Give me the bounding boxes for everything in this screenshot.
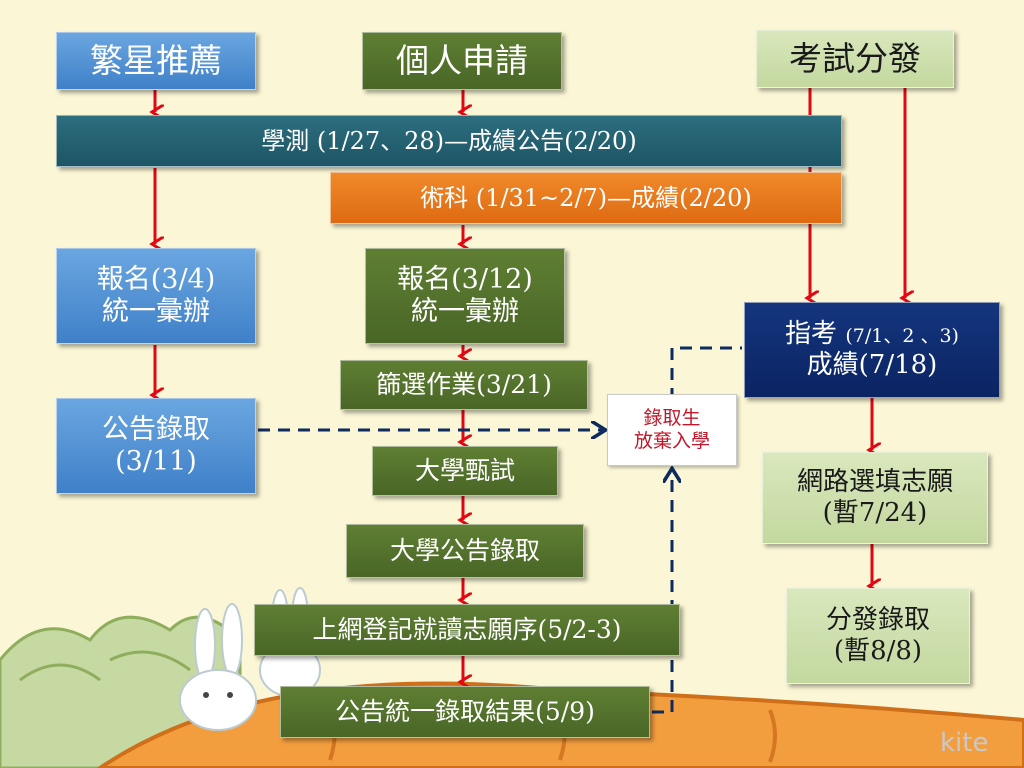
screening-label: 篩選作業(3/21) xyxy=(376,370,552,399)
rabbit xyxy=(179,603,257,731)
gsat-label: 學測 (1/27、28)—成績公告(2/20) xyxy=(261,126,637,155)
ast-line2: 成績(7/18) xyxy=(806,350,938,380)
personal-register-line1: 報名(3/12) xyxy=(397,263,533,295)
online-choice-line2: (暫7/24) xyxy=(822,498,928,528)
screening-box: 篩選作業(3/21) xyxy=(340,360,588,410)
interview-label: 大學甄試 xyxy=(414,456,515,485)
star-recommendation-header: 繁星推薦 xyxy=(56,32,256,90)
art-exam-bar: 術科 (1/31~2/7)—成績(2/20) xyxy=(330,172,842,224)
placement-line1: 分發錄取 xyxy=(825,604,930,635)
univ-announce-label: 大學公告錄取 xyxy=(389,536,540,565)
ast-line1: 指考 (7/1、2 、3) xyxy=(785,319,959,350)
online-choice-box: 網路選填志願 (暫7/24) xyxy=(762,452,988,544)
final-result-label: 公告統一錄取結果(5/9) xyxy=(335,697,595,726)
placement-line2: (暫8/8) xyxy=(833,636,923,666)
final-result-box: 公告統一錄取結果(5/9) xyxy=(280,686,650,738)
give-up-line2: 放棄入學 xyxy=(633,430,710,452)
online-choice-line1: 網路選填志願 xyxy=(796,466,953,497)
exam-placement-label: 考試分發 xyxy=(789,39,921,79)
ast-box: 指考 (7/1、2 、3) 成績(7/18) xyxy=(744,302,1000,398)
personal-application-header: 個人申請 xyxy=(362,32,562,90)
kite-watermark: kite xyxy=(940,728,989,758)
online-register-box: 上網登記就讀志願序(5/2-3) xyxy=(254,604,680,656)
placement-box: 分發錄取 (暫8/8) xyxy=(786,588,970,684)
personal-register-line2: 統一彙辦 xyxy=(411,296,519,327)
ast-dates: (7/1、2 、3) xyxy=(845,324,959,347)
gsat-bar: 學測 (1/27、28)—成績公告(2/20) xyxy=(56,115,842,167)
interview-box: 大學甄試 xyxy=(372,446,558,496)
give-up-line1: 錄取生 xyxy=(643,407,701,430)
star-recommendation-label: 繁星推薦 xyxy=(90,41,222,81)
star-announce-box: 公告錄取 (3/11) xyxy=(56,398,256,494)
art-exam-label: 術科 (1/31~2/7)—成績(2/20) xyxy=(420,183,752,212)
dashed-giveup-to-ast xyxy=(670,346,742,400)
univ-announce-box: 大學公告錄取 xyxy=(346,524,584,578)
star-register-box: 報名(3/4) 統一彙辦 xyxy=(56,248,256,344)
ast-title: 指考 xyxy=(785,318,838,349)
exam-placement-header: 考試分發 xyxy=(756,30,954,88)
star-register-line2: 統一彙辦 xyxy=(102,296,210,327)
personal-application-label: 個人申請 xyxy=(396,41,528,81)
star-announce-line2: (3/11) xyxy=(115,446,197,477)
personal-register-box: 報名(3/12) 統一彙辦 xyxy=(365,248,565,344)
dashed-final-to-giveup xyxy=(652,472,672,714)
star-register-line1: 報名(3/4) xyxy=(96,263,216,295)
online-register-label: 上網登記就讀志願序(5/2-3) xyxy=(312,615,622,644)
star-announce-line1: 公告錄取 xyxy=(102,413,210,445)
give-up-admission-box: 錄取生 放棄入學 xyxy=(607,394,737,466)
